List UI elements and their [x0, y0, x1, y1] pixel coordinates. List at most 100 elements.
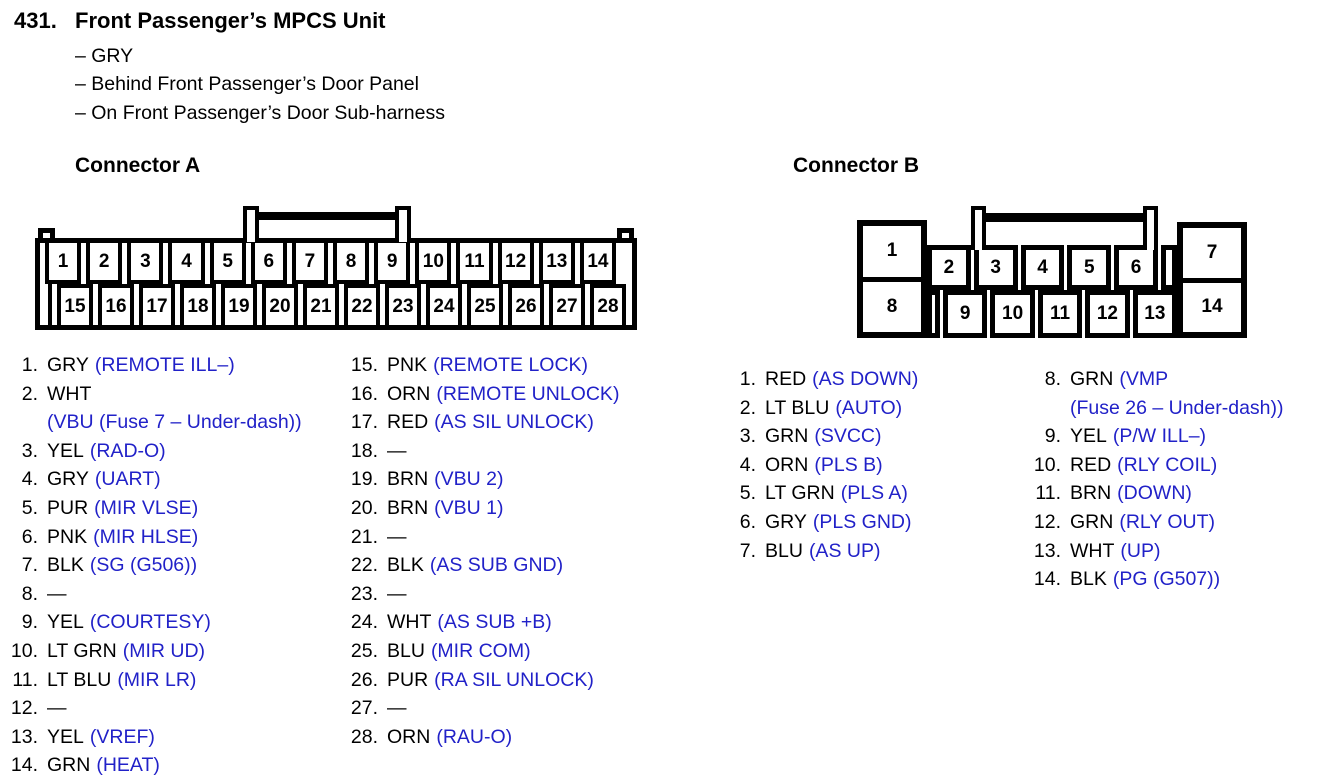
connector-a-pin-cavity: 1 [45, 243, 82, 284]
connector-a-pin-cavity: 19 [221, 284, 257, 325]
wire-color: WHT [387, 611, 432, 634]
pin-description: PUR(MIR VLSE) [47, 494, 198, 523]
pin-row: 4. GRY(UART) [8, 465, 302, 494]
pin-number: 23. [350, 582, 378, 605]
detail-line: – On Front Passenger’s Door Sub-harness [75, 101, 445, 124]
pin-row: 9. YEL(COURTESY) [8, 608, 302, 637]
signal-name: (PLS GND) [812, 510, 912, 533]
detail-line: – Behind Front Passenger’s Door Panel [75, 73, 419, 96]
connector-a-heading: Connector A [75, 154, 201, 177]
signal-name: (VBU 2) [434, 468, 504, 491]
wire-color: BLU [387, 639, 425, 662]
signal-name: (AS UP) [808, 539, 881, 562]
pin-description: BLU(AS UP) [765, 537, 880, 566]
signal-name: (SVCC) [814, 425, 882, 448]
pin-description: RED(AS DOWN) [765, 365, 918, 394]
wire-color: — [387, 525, 407, 548]
signal-name: (MIR COM) [430, 639, 531, 662]
connector-a-bottom-row: 15 16 17 18 19 20 21 22 23 24 25 26 [40, 284, 632, 325]
connector-a-pin-list-col2: 15. PNK(REMOTE LOCK) 16. ORN(REMOTE UNLO… [338, 351, 620, 751]
pin-description: WHT(UP) [1070, 537, 1160, 566]
connector-a-top-row: 1 2 3 4 5 6 7 8 9 10 11 12 [40, 243, 632, 284]
wire-color: BLU [765, 539, 803, 562]
connector-b-heading: Connector B [793, 154, 919, 177]
wire-color: GRY [47, 468, 89, 491]
connector-a-pin-cavity: 14 [579, 243, 616, 284]
pin-row: 6. PNK(MIR HLSE) [8, 523, 302, 552]
pin-row: 22. BLK(AS SUB GND) [338, 551, 619, 580]
pin-number: 24. [350, 611, 378, 634]
connector-b-pin-list-col2: 8. GRN(VMP(Fuse 26 – Under-dash)) 9. YEL… [1028, 365, 1284, 594]
connector-b-pin-cavity: 6 [1114, 245, 1158, 290]
pin-description: BLK(AS SUB GND) [387, 551, 563, 580]
wire-color: BLK [47, 554, 84, 577]
pin-number: 11. [1035, 482, 1061, 505]
pin-description: LT GRN(PLS A) [765, 479, 908, 508]
wire-color: PNK [387, 354, 428, 376]
signal-name: (COURTESY) [89, 611, 211, 634]
wire-color: GRN [1070, 368, 1114, 390]
pin-description: LT GRN(MIR UD) [47, 637, 205, 666]
wire-color: WHT [1070, 539, 1115, 562]
connector-a-pin-cavity: 15 [57, 284, 93, 325]
pin-description: LT BLU(AUTO) [765, 394, 902, 423]
pin-description: GRN(VMP(Fuse 26 – Under-dash)) [1070, 365, 1284, 422]
connector-b-pin-cavity: 5 [1067, 245, 1112, 290]
pin-number: 13. [1033, 539, 1061, 562]
wire-color: LT BLU [765, 396, 830, 419]
wire-color: ORN [387, 382, 431, 405]
pin-description: — [47, 580, 67, 609]
pin-row: 1. GRY(REMOTE ILL–) [8, 351, 302, 380]
pin-row: 12. — [8, 694, 302, 723]
signal-name: (AS SIL UNLOCK) [434, 411, 594, 434]
pin-number: 4. [21, 468, 38, 491]
section-number: 431. [14, 8, 57, 33]
pin-number: 9. [1044, 425, 1061, 448]
signal-name: (VREF) [89, 725, 155, 748]
signal-name: (AS SUB GND) [429, 554, 564, 577]
pin-number: 8. [1044, 368, 1061, 390]
signal-name: (PLS B) [814, 453, 883, 476]
pin-row: 26. PUR(RA SIL UNLOCK) [338, 666, 619, 695]
connector-b-bracket-post-right [1143, 206, 1158, 250]
wire-color: LT BLU [47, 668, 112, 691]
pin-description: RED(AS SIL UNLOCK) [387, 408, 594, 437]
pin-number: 9. [21, 611, 38, 634]
connector-b-middle-top-row: 2 3 4 5 6 [927, 245, 1177, 290]
pin-row: 7. BLU(AS UP) [731, 537, 918, 566]
connector-b-pin-cavity: 14 [1201, 296, 1223, 318]
wire-color: BLK [1070, 568, 1107, 591]
pin-description: YEL(COURTESY) [47, 608, 211, 637]
pin-number: 12. [1033, 510, 1061, 533]
wire-color: WHT [47, 382, 92, 405]
pin-description: GRY(PLS GND) [765, 508, 912, 537]
signal-name: (REMOTE ILL–) [94, 354, 235, 376]
pin-row: 13. WHT(UP) [1028, 537, 1284, 566]
pin-row: 16. ORN(REMOTE UNLOCK) [338, 380, 620, 409]
connector-a-pin-cavity: 28 [590, 284, 626, 325]
pin-row: 10. RED(RLY COIL) [1028, 451, 1284, 480]
pin-row: 23. — [338, 580, 619, 609]
pin-description: — [387, 523, 407, 552]
pin-row: 11. LT BLU(MIR LR) [8, 666, 302, 695]
connector-a-diagram: 1 2 3 4 5 6 7 8 9 10 11 12 [35, 206, 637, 330]
pin-description: — [387, 580, 407, 609]
wire-color: GRN [47, 754, 91, 777]
signal-name: (MIR LR) [117, 668, 197, 691]
wire-color: YEL [47, 439, 84, 462]
connector-a-housing: 1 2 3 4 5 6 7 8 9 10 11 12 [35, 238, 637, 330]
wire-color: BRN [387, 468, 429, 491]
connector-a-pin-cavity: 4 [168, 243, 205, 284]
connector-b-bracket-post-left [971, 206, 986, 250]
wire-color: RED [765, 368, 807, 390]
connector-a-blank-slot [40, 284, 52, 325]
pin-number: 1. [739, 368, 756, 390]
signal-name: (SG (G506)) [89, 554, 198, 577]
pin-number: 5. [739, 482, 756, 505]
signal-name: (RAU-O) [436, 725, 513, 748]
wire-color: LT GRN [765, 482, 835, 505]
connector-a-pin-cavity: 27 [549, 284, 585, 325]
pin-description: YEL(VREF) [47, 723, 155, 752]
wire-color: GRN [765, 425, 809, 448]
pin-description: GRN(HEAT) [47, 751, 160, 780]
